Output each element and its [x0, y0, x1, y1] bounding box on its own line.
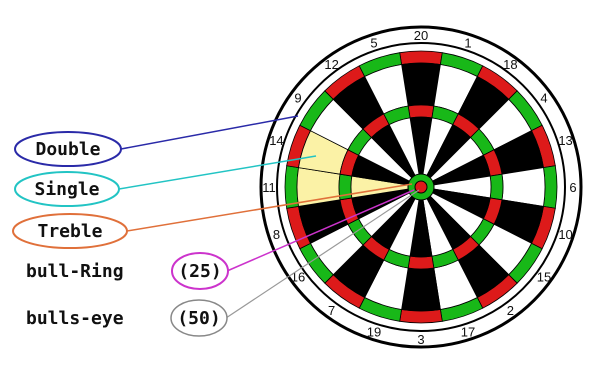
- bull-ring-label: bull-Ring: [26, 261, 124, 282]
- single-label: Single: [34, 179, 99, 200]
- board-number: 15: [537, 269, 551, 284]
- double-ring-segment: [543, 166, 557, 209]
- bull-ring-value: (25): [178, 261, 221, 282]
- board-number: 8: [273, 227, 280, 242]
- board-number: 7: [328, 303, 335, 318]
- board-number: 10: [558, 227, 572, 242]
- board-number: 19: [367, 325, 381, 340]
- treble-ring-segment: [408, 256, 434, 269]
- treble-ring-segment: [408, 105, 434, 118]
- board-number: 4: [540, 91, 547, 106]
- treble-label: Treble: [37, 221, 102, 242]
- board-number: 6: [569, 180, 576, 195]
- board-number: 13: [558, 133, 572, 148]
- board-number: 16: [291, 269, 305, 284]
- double-ring-segment: [400, 309, 443, 323]
- board-number: 1: [464, 35, 471, 50]
- board-number: 12: [324, 57, 338, 72]
- bulls-eye-label: bulls-eye: [26, 308, 124, 329]
- double-ring-segment: [285, 166, 299, 209]
- board-number: 14: [269, 133, 283, 148]
- board-number: 20: [414, 28, 428, 43]
- board-number: 11: [262, 180, 276, 195]
- board-number: 3: [417, 332, 424, 347]
- double-label: Double: [35, 139, 100, 160]
- board-number: 18: [503, 57, 517, 72]
- double-ring-segment: [400, 51, 443, 65]
- treble-ring-segment: [490, 174, 503, 200]
- board-number: 9: [294, 91, 301, 106]
- bulls-eye-value: (50): [177, 308, 220, 329]
- board-number: 5: [370, 35, 377, 50]
- board-number: 2: [507, 303, 514, 318]
- board-number: 17: [461, 325, 475, 340]
